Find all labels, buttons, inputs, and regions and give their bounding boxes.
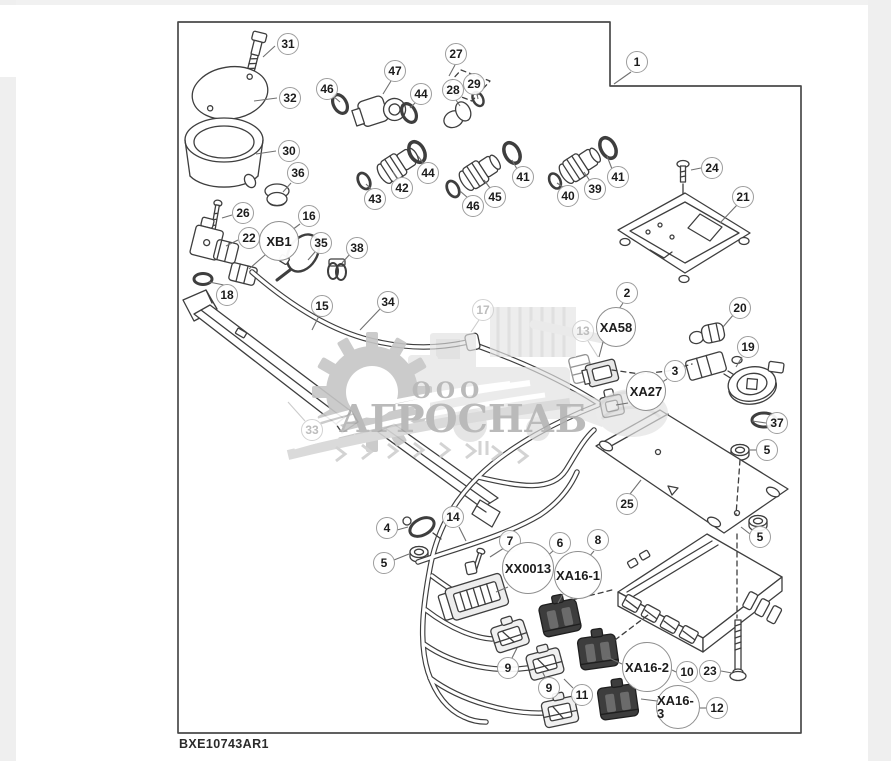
callout-44: 44: [410, 83, 432, 105]
callout-41: 41: [512, 166, 534, 188]
part-oring-18: [192, 272, 214, 286]
part-oring-46b: [442, 177, 464, 201]
callout-5: 5: [373, 552, 395, 574]
callout-17: 17: [472, 299, 494, 321]
dashed-reference-lines: [571, 363, 741, 641]
callout-5: 5: [749, 526, 771, 548]
part-ecu: [617, 533, 783, 653]
callout-38: 38: [346, 237, 368, 259]
watermark-swoosh: [286, 380, 571, 460]
callout-2: 2: [616, 282, 638, 304]
part-connector-xa16-2: [575, 625, 620, 672]
callout-43: 43: [364, 188, 386, 210]
callout-39: 39: [584, 178, 606, 200]
callout-15: 15: [311, 295, 333, 317]
watermark-track-marks: [335, 441, 530, 465]
callout-25: 25: [616, 493, 638, 515]
callout-18: 18: [216, 284, 238, 306]
part-clip-20: [688, 322, 726, 345]
callout-9: 9: [497, 657, 519, 679]
callout-24: 24: [701, 157, 723, 179]
callout-41: 41: [607, 166, 629, 188]
part-clamp-4: [402, 516, 442, 540]
part-plug-28: [443, 101, 472, 129]
part-connector-xa58: [581, 358, 620, 388]
page-edge-corner: [0, 5, 16, 77]
callout-23: 23: [699, 660, 721, 682]
callout-31: 31: [277, 33, 299, 55]
callout-40: 40: [557, 185, 579, 207]
callout-34: 34: [377, 291, 399, 313]
watermark: ООО АГРОСНАБ: [286, 307, 668, 465]
callout-14: 14: [442, 506, 464, 528]
callout-29: 29: [463, 73, 485, 95]
part-screw-7: [464, 547, 486, 576]
callout-46: 46: [316, 78, 338, 100]
part-oring-41a: [498, 138, 526, 168]
part-gasket-21: [617, 192, 751, 284]
part-fitting-47: [351, 95, 407, 127]
callout-36: 36: [287, 162, 309, 184]
page-edge-right: [868, 0, 891, 761]
callout-28: 28: [442, 79, 464, 101]
callout-13: 13: [572, 320, 594, 342]
part-connector-9a: [487, 612, 531, 655]
callout-4: 4: [376, 517, 398, 539]
watermark-prefix: ООО: [412, 378, 485, 404]
part-sensor-19: [685, 351, 785, 405]
figure-code-label: BXE10743AR1: [179, 737, 269, 751]
callout-37: 37: [766, 412, 788, 434]
callout-47: 47: [384, 60, 406, 82]
callout-9: 9: [538, 677, 560, 699]
callout-44: 44: [417, 162, 439, 184]
callout-20: 20: [729, 297, 751, 319]
callout-12: 12: [706, 697, 728, 719]
callout-26: 26: [232, 202, 254, 224]
part-dashed-box-27: [442, 69, 491, 102]
connector-label-XA16-2: XA16-2: [622, 642, 672, 692]
connector-label-XA16-1: XA16-1: [554, 551, 602, 599]
part-oring-44a: [396, 99, 422, 127]
callout-19: 19: [737, 336, 759, 358]
callout-22: 22: [238, 227, 260, 249]
callout-21: 21: [732, 186, 754, 208]
part-plug-36: [264, 183, 290, 207]
callout-16: 16: [298, 205, 320, 227]
connector-label-XB1: XB1: [259, 221, 299, 261]
callout-30: 30: [278, 140, 300, 162]
page-edge-top: [0, 0, 891, 5]
connector-label-XX0013: XX0013: [502, 542, 554, 594]
part-bolt-23: [729, 619, 747, 682]
callout-1: 1: [626, 51, 648, 73]
part-housing-30: [184, 117, 264, 189]
page-edge-left: [0, 0, 16, 761]
part-plate-25: [595, 409, 789, 534]
callout-27: 27: [445, 43, 467, 65]
part-cover-32: [191, 65, 269, 121]
callout-33: 33: [301, 419, 323, 441]
callout-5: 5: [756, 439, 778, 461]
part-connector-9b: [523, 640, 566, 682]
callout-42: 42: [391, 177, 413, 199]
callout-46: 46: [462, 195, 484, 217]
connector-label-XA16-3: XA16-3: [656, 685, 700, 729]
connector-label-XA58: XA58: [596, 307, 636, 347]
callout-32: 32: [279, 87, 301, 109]
callout-3: 3: [664, 360, 686, 382]
connector-label-XA27: XA27: [626, 371, 666, 411]
callout-6: 6: [549, 532, 571, 554]
callout-35: 35: [310, 232, 332, 254]
callout-45: 45: [484, 186, 506, 208]
callout-11: 11: [571, 684, 593, 706]
diagram-border: [177, 21, 802, 734]
part-clip-38: [327, 258, 347, 281]
watermark-name: АГРОСНАБ: [339, 396, 587, 441]
callout-8: 8: [587, 529, 609, 551]
part-connector-xx0013: [437, 572, 510, 621]
callout-10: 10: [676, 661, 698, 683]
